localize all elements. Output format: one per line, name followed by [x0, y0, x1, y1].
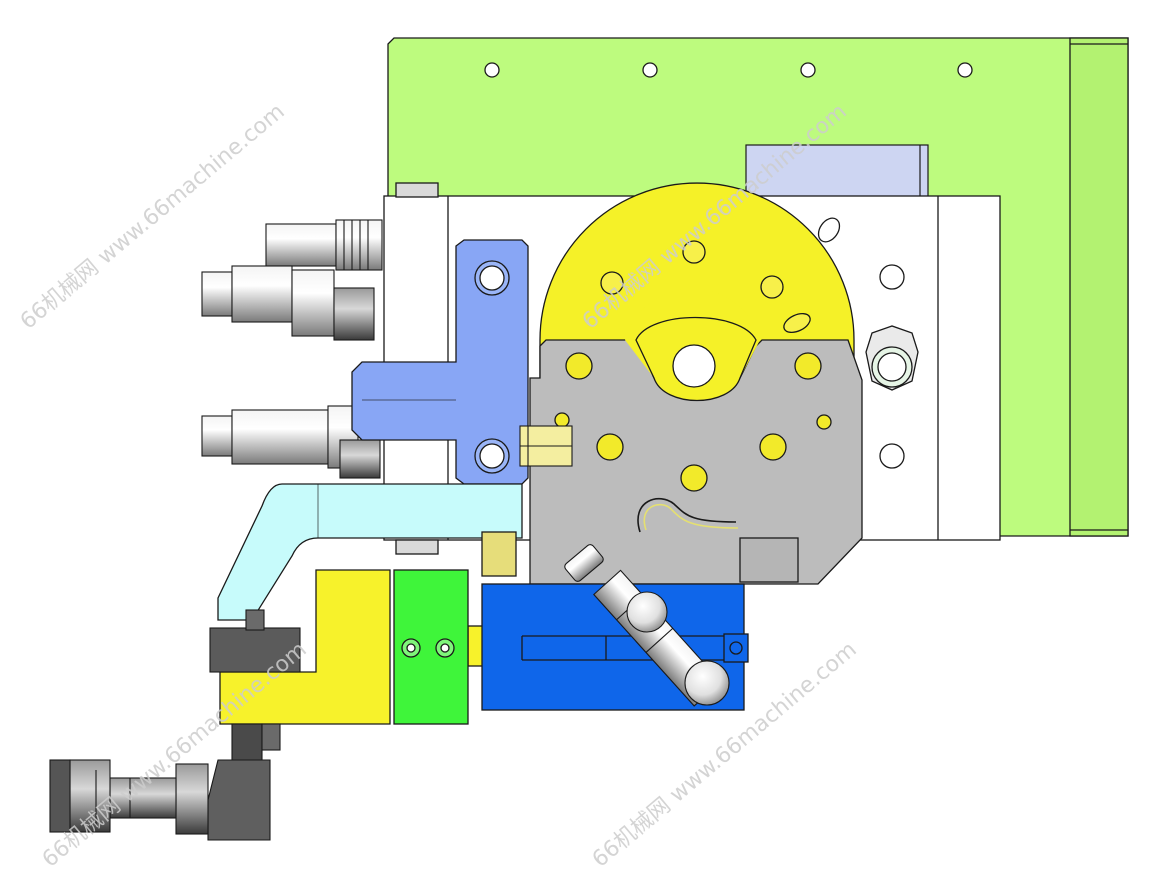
bolt-head-icon [395, 539, 439, 555]
lavender-window [745, 144, 929, 201]
bottom-connector-assembly [49, 609, 301, 841]
green-lower-block [393, 569, 469, 725]
pneumatic-fitting-upper [201, 219, 383, 341]
mounting-hole-icon [800, 62, 816, 78]
gray-cam-plate [529, 288, 863, 585]
cyan-arm [217, 483, 523, 621]
diagonal-cylinder [564, 544, 730, 707]
mounting-hole-icon [642, 62, 658, 78]
bolt-head-icon [395, 182, 439, 198]
slot-hole-icon [817, 217, 841, 243]
mounting-hole-icon [879, 443, 905, 469]
blue-bracket [351, 239, 529, 485]
latch-tab [519, 425, 573, 467]
mounting-hole-icon [484, 62, 500, 78]
mounting-hole-icon [957, 62, 973, 78]
mounting-hole-icon [879, 264, 905, 290]
slot-hole-icon [783, 312, 811, 334]
spring-clip-icon [637, 497, 739, 533]
